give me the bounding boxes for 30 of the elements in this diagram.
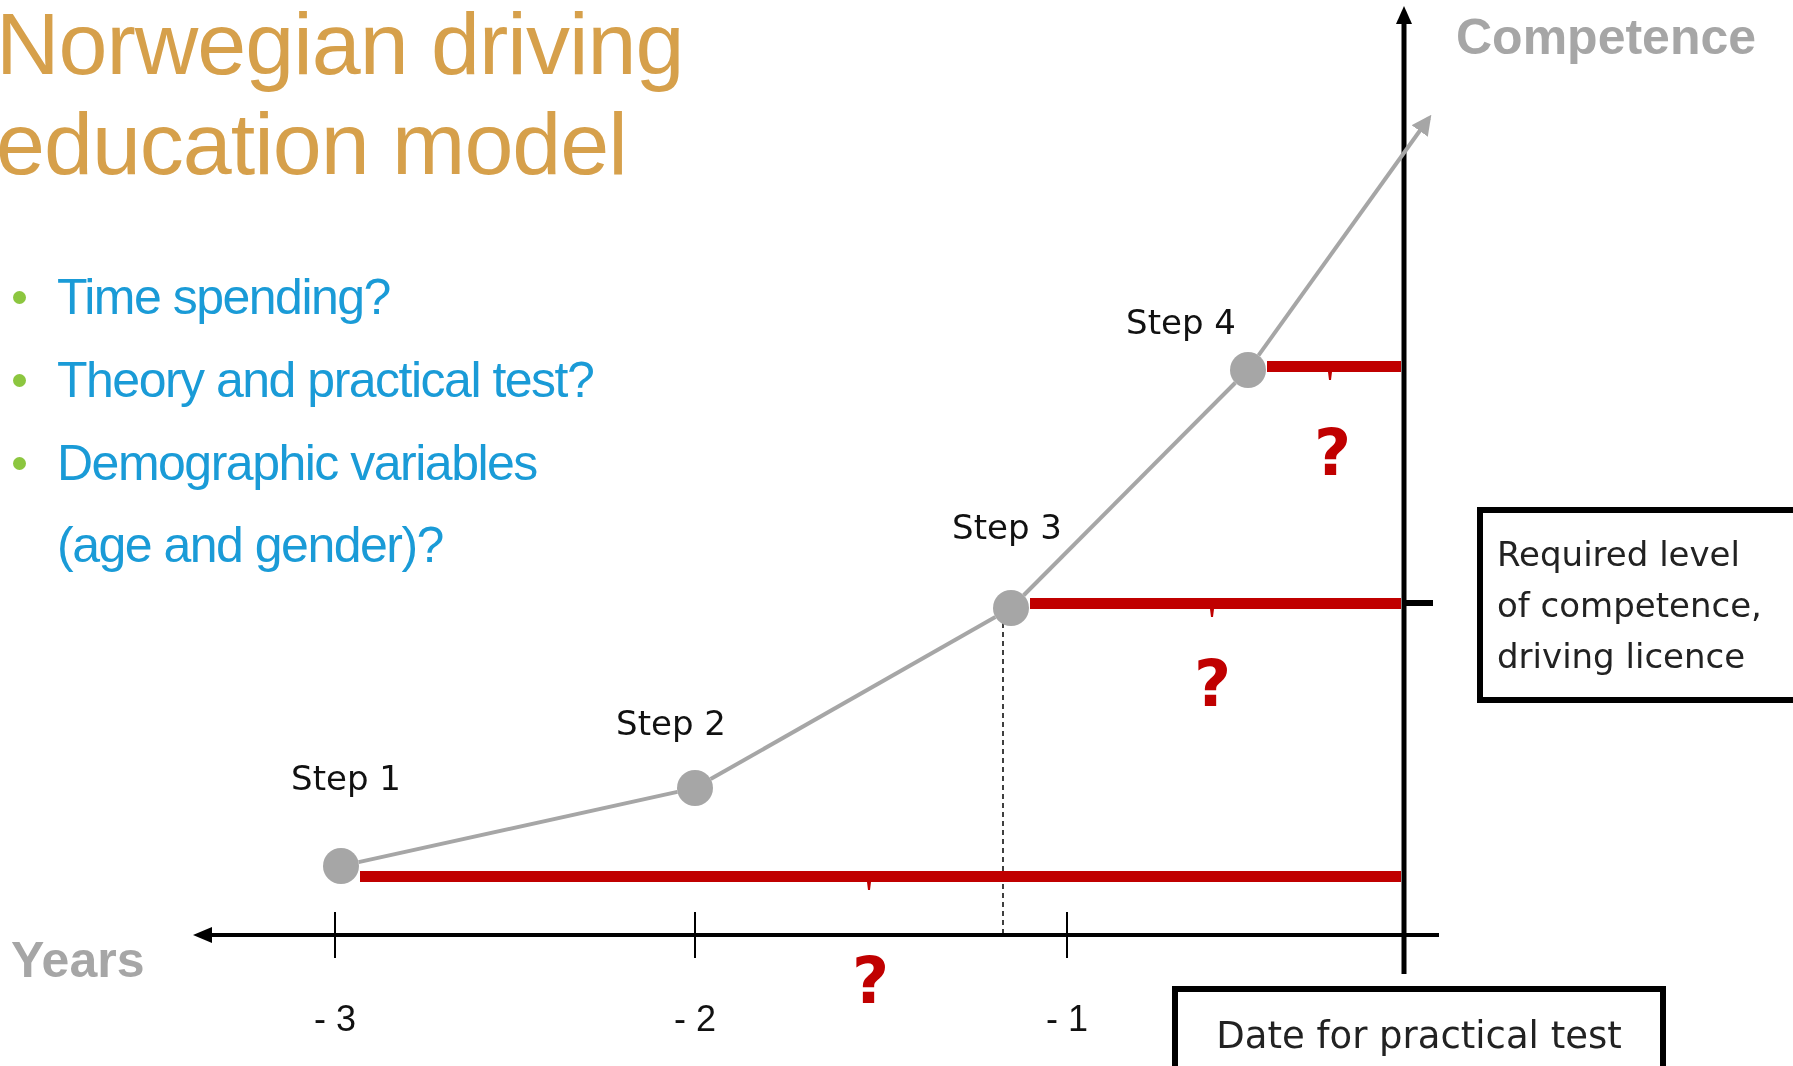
text-box — [1477, 507, 1793, 703]
question-mark: ? — [852, 946, 890, 1016]
bracket — [360, 871, 1401, 890]
growth-line — [1256, 114, 1432, 357]
question-mark: ? — [1314, 418, 1352, 488]
step-label: Step 4 — [1126, 302, 1236, 342]
bullet-text: Theory and practical test? — [57, 351, 595, 410]
step-point — [323, 848, 359, 884]
tick-label: - 3 — [314, 998, 356, 1040]
bracket — [1030, 598, 1401, 617]
box-text: Date for practical test — [1216, 1013, 1622, 1060]
step-label: Step 1 — [291, 758, 401, 798]
step-point — [993, 590, 1029, 626]
growth-line — [709, 615, 997, 781]
box-text: Required level of competence, driving licence — [1497, 532, 1763, 678]
step-label: Step 3 — [952, 507, 1062, 547]
bracket — [1267, 361, 1401, 380]
step-label: Step 2 — [616, 703, 726, 743]
tick-label: - 2 — [674, 998, 716, 1040]
axis-title: Years — [11, 931, 145, 989]
bullet-text: Demographic variables (age and gender)? — [57, 434, 538, 575]
question-mark: ? — [1194, 649, 1232, 719]
text-box — [1172, 986, 1666, 1066]
step-point — [677, 770, 713, 806]
bullet-text: Time spending? — [57, 268, 391, 327]
step-point — [1230, 352, 1266, 388]
tick-label: - 1 — [1046, 998, 1088, 1040]
axis-title: Competence — [1456, 8, 1757, 66]
growth-line — [1022, 381, 1237, 597]
growth-line — [358, 789, 678, 865]
